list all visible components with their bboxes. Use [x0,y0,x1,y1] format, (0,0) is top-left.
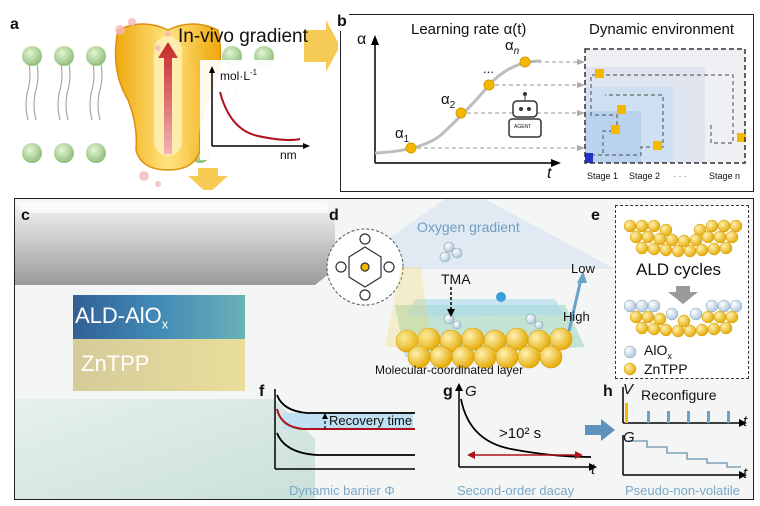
panel-h-caption: Pseudo-non-volatile [625,483,740,498]
panel-c-label: c [21,207,30,224]
alpha-2-label: α2 [441,91,456,111]
learning-rate-title: Learning rate α(t) [411,21,527,38]
zntpp-legend-marker [623,362,637,376]
panel-a-label: a [10,16,19,33]
stage-ellipsis: · · · [673,171,687,181]
tma-label: TMA [441,271,471,287]
agent-label: AGENT [514,124,532,130]
axis-t: t [547,165,552,182]
ald-cycles-label: ALD cycles [636,260,722,279]
decay-time-label: >10² s [499,425,542,442]
environment-title: Dynamic environment [589,21,735,38]
panel-g-label: g [443,383,453,400]
inset-y-unit: mol·L-1 [220,68,258,83]
alpha-n-label: αn [505,37,520,57]
alpha-points [405,56,531,154]
panel-h-plot [622,387,747,479]
panel-a-title: In-vivo gradient [178,26,308,47]
alox-legend-label: AlOx [644,342,672,361]
high-label: High [563,309,590,324]
porphyrin-molecule-icon [335,233,395,301]
reconfigure-label: Reconfigure [641,387,717,403]
panel-h-label: h [603,383,613,400]
panel-f-caption: Dynamic barrier Φ [289,483,395,498]
stage-1-label: Stage 1 [587,171,619,181]
recovery-time-label: Recovery time [329,413,413,428]
ion-particles [115,18,171,187]
coordinated-layer-balls [395,327,573,369]
stage-n-label: Stage n [709,171,741,181]
ald-cycle-illustration [623,219,743,376]
panel-b: b α t Learning rate α(t) Dynamic environ… [335,13,754,192]
panel-h-axis-t2: t [743,465,748,482]
membrane-illustration [22,18,340,194]
panel-g-caption: Second-order dacay [457,483,575,498]
alpha-ellipsis: ... [483,61,494,76]
arrow-to-b [304,20,340,72]
arrow-to-c [188,168,228,194]
alox-legend-marker [623,345,637,359]
bottom-frame: c ALD-AlOx ZnTPP [14,198,754,500]
panel-f-plot [274,389,415,470]
panel-g-plot [455,383,597,471]
gradient-arrow [158,42,178,154]
alox-layer-label: ALD-AlOx [75,303,169,332]
axis-alpha: α [357,31,367,48]
panel-e-box: ALD cycles AlOx ZnTPP [615,205,749,379]
alpha-1-label: α1 [395,125,410,145]
panel-h-axis-t1: t [743,413,748,430]
panel-b-label: b [335,13,349,31]
learning-rate-plot [371,35,746,167]
zntpp-layer-label: ZnTPP [81,351,150,376]
dynamic-environment-maze [584,48,746,164]
panel-h-axis-v: V [623,381,634,398]
low-label: Low [571,261,595,276]
panel-f-label: f [259,383,265,400]
panel-d-label: d [329,207,339,224]
panel-d-illustration [326,228,587,369]
stage-2-label: Stage 2 [629,171,661,181]
arrow-to-h-icon [585,419,615,441]
agent-robot-icon [508,92,542,138]
inset-x-unit: nm [280,148,297,162]
panel-g-axis-y: G [465,383,477,400]
panel-h-axis-g: G [623,429,635,446]
concentration-inset [200,60,310,160]
zntpp-legend-label: ZnTPP [644,361,688,377]
panel-a: a In-vivo gradient mol·L-1 nm [8,8,340,194]
molecular-layer-caption: Molecular-coordinated layer [375,363,524,377]
panel-g-axis-x: t [591,461,596,478]
panel-e-label: e [591,207,600,224]
oxygen-gradient-title: Oxygen gradient [417,219,520,235]
tma-molecules [439,241,544,330]
